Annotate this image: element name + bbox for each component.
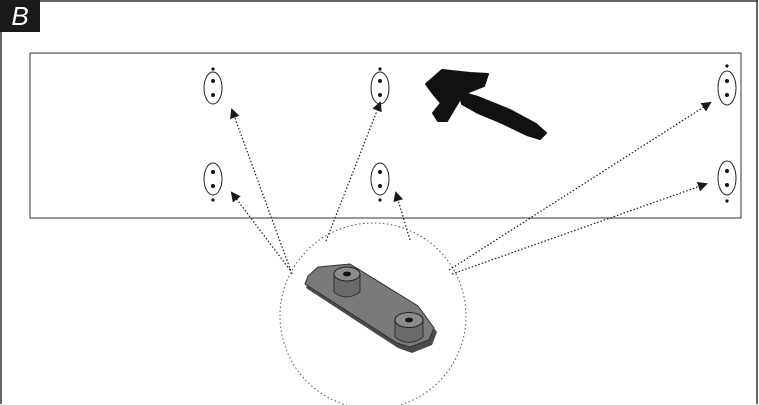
fastener-hole-top-right (717, 64, 737, 106)
leader-arrows (230, 101, 712, 275)
part-callout-circle (279, 222, 467, 405)
fastener-hole-top-left (203, 67, 223, 105)
fastener-hole-bottom-right (717, 160, 737, 203)
fastener-hole-bottom-center (370, 162, 390, 202)
fastener-hole-bottom-left (203, 162, 223, 202)
double-post-bracket-icon (304, 263, 437, 353)
panel-board (29, 52, 742, 219)
arrow-to-top-left (230, 108, 293, 275)
step-label-badge: B (0, 0, 40, 32)
arrow-to-bottom-center (393, 191, 411, 241)
arrow-to-bottom-right (451, 181, 708, 275)
arrow-to-top-center (325, 101, 382, 242)
arrow-to-top-right (448, 101, 712, 271)
hammer-icon (425, 69, 547, 140)
